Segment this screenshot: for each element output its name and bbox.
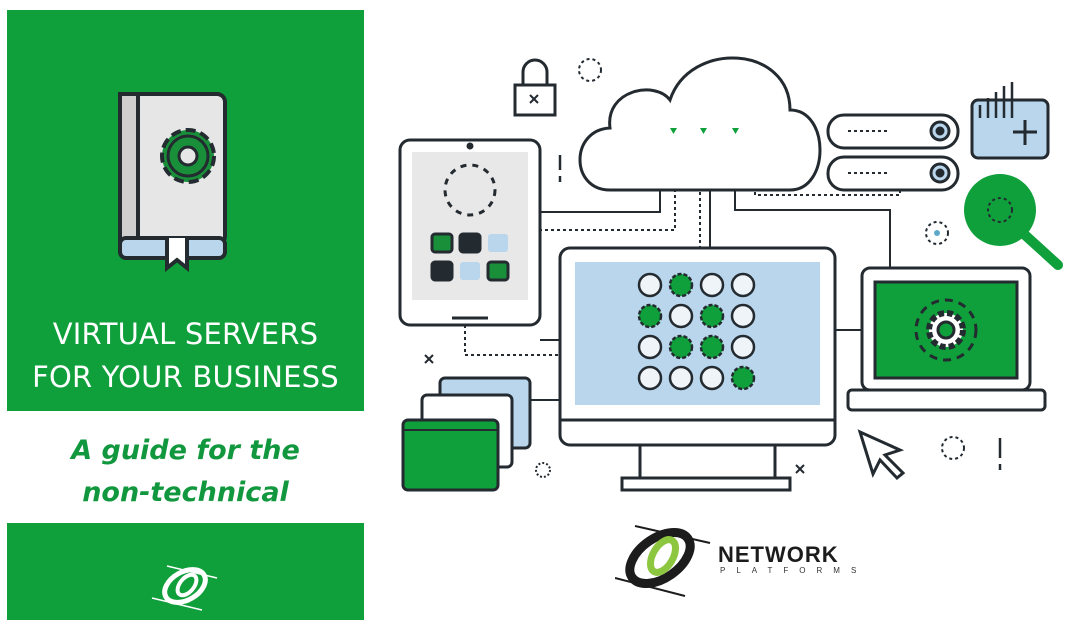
cover-logo-panel — [7, 523, 364, 620]
subtitle-line-2: non-technical — [82, 477, 289, 508]
circle-dot — [637, 365, 663, 391]
server-rack-icon — [826, 113, 960, 192]
circle-dot — [637, 334, 663, 360]
title-line-1: VIRTUAL SERVERS — [52, 317, 319, 351]
cloud-icon — [578, 56, 822, 192]
cover-title: VIRTUAL SERVERS FOR YOUR BUSINESS — [7, 313, 364, 399]
brand-tagline: PLATFORMS — [720, 566, 868, 575]
cover-subtitle: A guide for the non-technical — [7, 430, 364, 514]
monitor-device — [558, 246, 837, 492]
bar-chart-icon — [970, 82, 1050, 160]
network-platforms-logo-white — [151, 565, 218, 611]
network-platforms-logo — [615, 525, 711, 597]
circle-dot — [730, 272, 756, 298]
circle-dot — [730, 303, 756, 329]
circle-dot — [668, 365, 694, 391]
circle-dot — [699, 272, 725, 298]
brand-name: NETWORK — [718, 542, 839, 567]
gear-dot — [668, 272, 694, 298]
lock-icon — [513, 58, 557, 117]
cover-title-panel: VIRTUAL SERVERS FOR YOUR BUSINESS — [7, 10, 364, 411]
tablet-device — [398, 138, 542, 327]
book-gear-icon — [118, 92, 227, 273]
gear-dot — [699, 334, 725, 360]
gear-dot — [637, 303, 663, 329]
circle-dot — [730, 334, 756, 360]
title-line-2: FOR YOUR BUSINESS — [32, 360, 339, 394]
subtitle-line-1: A guide for the — [71, 435, 300, 466]
circle-dot — [699, 365, 725, 391]
gear-dot — [668, 334, 694, 360]
gear-dot — [730, 365, 756, 391]
magnifier-icon — [964, 174, 1063, 270]
gear-dot — [699, 303, 725, 329]
laptop-device — [846, 266, 1047, 412]
folders-icon — [401, 376, 532, 492]
circle-dot — [637, 272, 663, 298]
circle-dot — [668, 303, 694, 329]
cursor-icon — [857, 429, 906, 481]
